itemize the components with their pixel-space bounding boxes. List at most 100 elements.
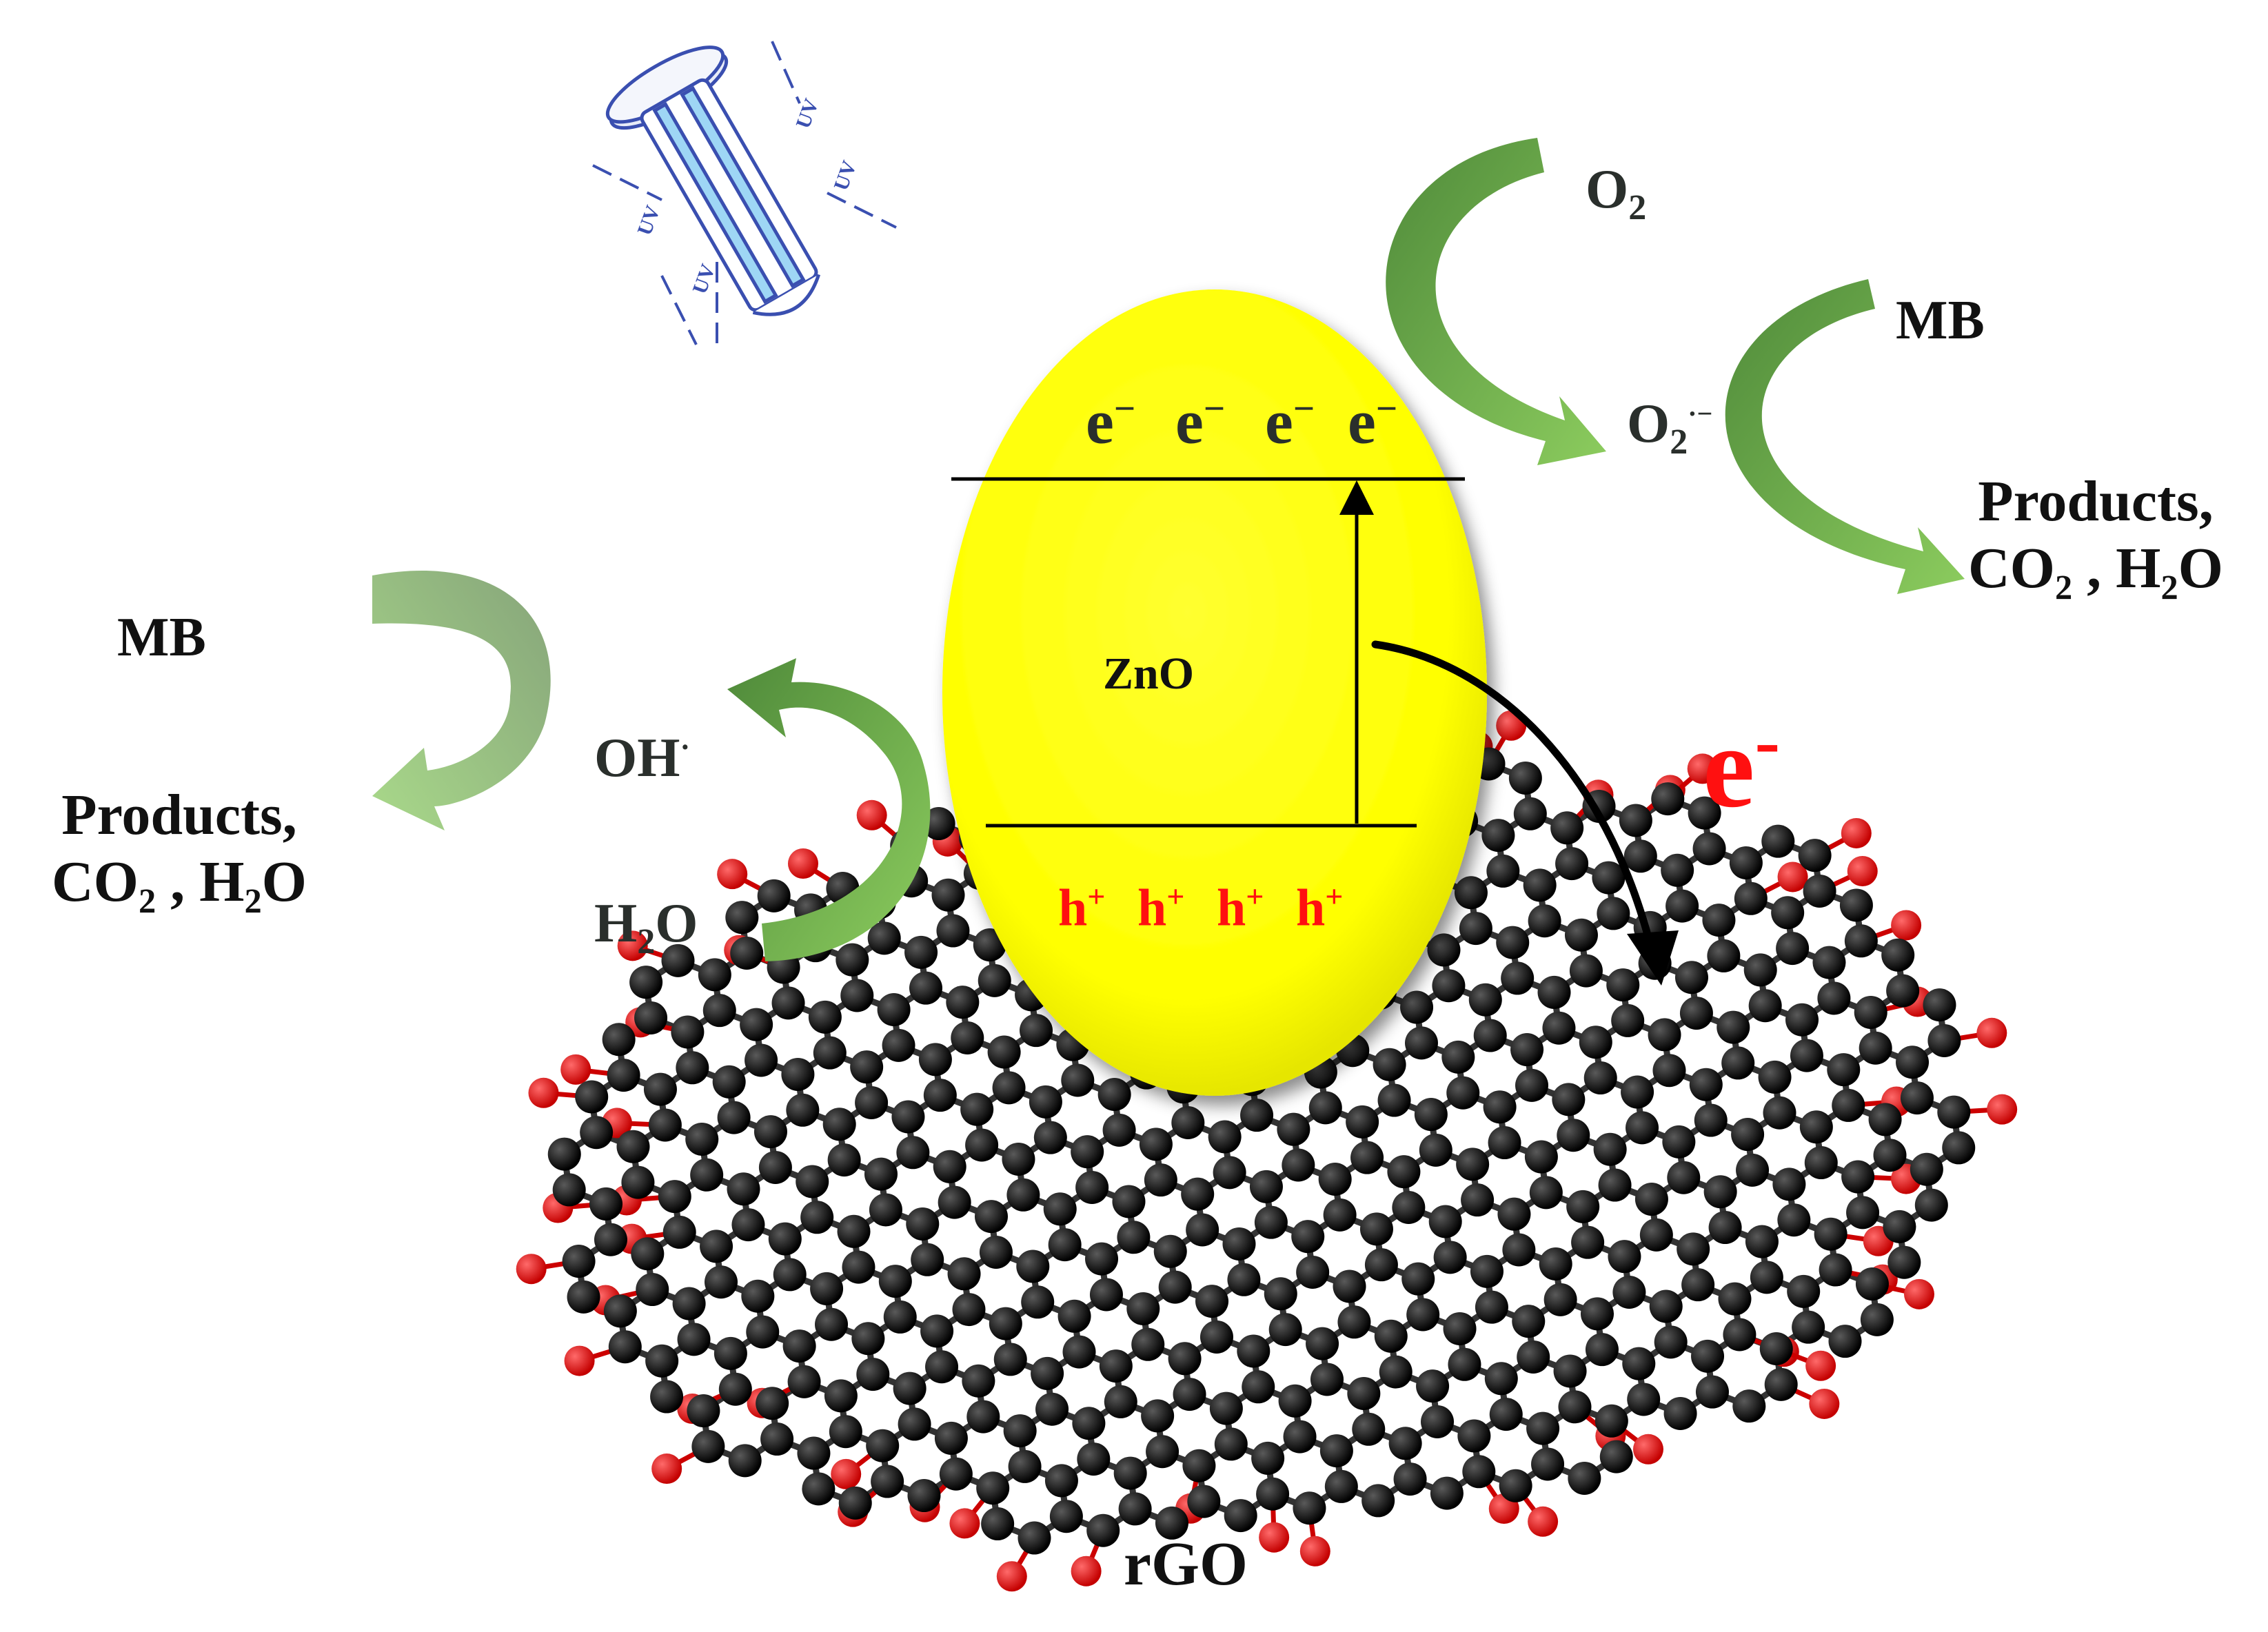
carbon-atom — [1777, 1203, 1811, 1237]
carbon-atom — [1729, 846, 1763, 879]
carbon-atom — [951, 1021, 984, 1054]
carbon-atom — [1661, 853, 1694, 887]
carbon-atom — [1251, 1441, 1285, 1475]
carbon-atom — [1597, 897, 1630, 930]
carbon-atom — [1663, 1396, 1697, 1430]
carbon-atom — [1581, 1297, 1614, 1331]
carbon-atom — [851, 1322, 885, 1356]
carbon-atom — [1278, 1384, 1312, 1418]
carbon-atom — [1428, 1205, 1462, 1238]
carbon-atom — [631, 1237, 665, 1271]
mb-label-right: MB — [1896, 290, 1985, 351]
carbon-atom — [1256, 1477, 1290, 1511]
carbon-atom — [1430, 1476, 1464, 1510]
carbon-atom — [741, 1279, 775, 1313]
carbon-atom — [1324, 1469, 1358, 1503]
carbon-atom — [1017, 1521, 1051, 1555]
carbon-atom — [1146, 1435, 1179, 1469]
carbon-atom — [1427, 933, 1461, 967]
carbon-atom — [1750, 1261, 1783, 1294]
carbon-atom — [1612, 1276, 1646, 1309]
carbon-atom — [965, 1128, 999, 1162]
carbon-atom — [1186, 1213, 1219, 1247]
carbon-atom — [882, 1028, 915, 1062]
carbon-atom — [698, 958, 731, 992]
carbon-atom — [1679, 997, 1713, 1030]
oxygen-atom — [1632, 1434, 1663, 1465]
carbon-atom — [1072, 1407, 1106, 1440]
carbon-atom — [867, 921, 901, 955]
carbon-atom — [864, 1157, 898, 1191]
carbon-atom — [938, 1185, 971, 1219]
carbon-atom — [690, 1158, 724, 1192]
carbon-atom — [1361, 1484, 1395, 1518]
o2-label: O2 — [1586, 159, 1647, 227]
carbon-atom — [1599, 1440, 1633, 1473]
carbon-atom — [1222, 1227, 1256, 1261]
carbon-atom — [966, 1400, 1000, 1434]
carbon-atom — [1456, 1148, 1490, 1181]
carbon-atom — [1470, 1254, 1503, 1288]
oxygen-atom — [787, 848, 818, 879]
carbon-atom — [1237, 1334, 1270, 1368]
carbon-atom — [1181, 1177, 1215, 1211]
carbon-atom — [1923, 988, 1956, 1022]
carbon-atom — [1264, 1277, 1297, 1311]
carbon-atom — [981, 1507, 1015, 1541]
carbon-atom — [725, 901, 759, 935]
carbon-atom — [629, 966, 663, 999]
oxygen-atom — [1847, 856, 1878, 887]
carbon-atom — [1761, 824, 1795, 858]
carbon-atom — [1071, 1135, 1104, 1169]
oxygen-atom — [949, 1508, 980, 1539]
carbon-atom — [1433, 1241, 1467, 1274]
carbon-atom — [877, 992, 911, 1026]
oxygen-atom — [1841, 817, 1872, 848]
carbon-atom — [1662, 1125, 1696, 1159]
carbon-atom — [1462, 1455, 1496, 1489]
carbon-atom — [1688, 796, 1721, 830]
carbon-atom — [962, 1364, 995, 1398]
carbon-atom — [1619, 804, 1652, 837]
carbon-atom — [1008, 1449, 1042, 1483]
carbon-atom — [1021, 1285, 1055, 1319]
carbon-atom — [855, 1085, 889, 1119]
electron-label: e− — [1175, 386, 1226, 457]
carbon-atom — [1798, 839, 1832, 873]
carbon-atom — [827, 1143, 861, 1177]
carbon-atom — [1379, 1355, 1413, 1389]
superoxide-label: O2·− — [1627, 394, 1713, 462]
carbon-atom — [607, 1059, 640, 1092]
carbon-atom — [1592, 861, 1626, 895]
carbon-atom — [1319, 1434, 1353, 1468]
carbon-atom — [1846, 1196, 1880, 1230]
carbon-atom — [771, 986, 805, 1020]
carbon-atom — [1392, 1191, 1426, 1225]
carbon-atom — [1097, 1077, 1131, 1111]
carbon-atom — [1763, 1096, 1796, 1130]
carbon-atom — [1416, 1369, 1450, 1403]
carbon-atom — [1043, 1192, 1077, 1226]
carbon-atom — [552, 1173, 586, 1207]
carbon-atom — [1854, 995, 1887, 1029]
carbon-atom — [1277, 1112, 1310, 1146]
carbon-atom — [1510, 1033, 1544, 1067]
carbon-atom — [1721, 1046, 1755, 1080]
carbon-atom — [1029, 1085, 1062, 1119]
electron-label: e− — [1348, 386, 1398, 457]
carbon-atom — [1776, 932, 1810, 966]
carbon-atom — [1441, 1040, 1475, 1074]
carbon-atom — [1524, 1140, 1558, 1174]
carbon-atom — [1131, 1327, 1165, 1361]
carbon-atom — [1346, 1105, 1379, 1139]
carbon-atom — [1703, 1175, 1737, 1209]
carbon-atom — [1594, 1404, 1628, 1438]
carbon-atom — [603, 1294, 637, 1328]
products-left: Products, CO₂ , H₂O — [0, 782, 358, 915]
carbon-atom — [1736, 1153, 1770, 1187]
carbon-atom — [1118, 1492, 1152, 1526]
water-label: H2O — [594, 893, 698, 961]
carbon-atom — [547, 1137, 581, 1171]
carbon-atom — [1827, 1053, 1861, 1087]
carbon-atom — [1608, 1240, 1641, 1274]
